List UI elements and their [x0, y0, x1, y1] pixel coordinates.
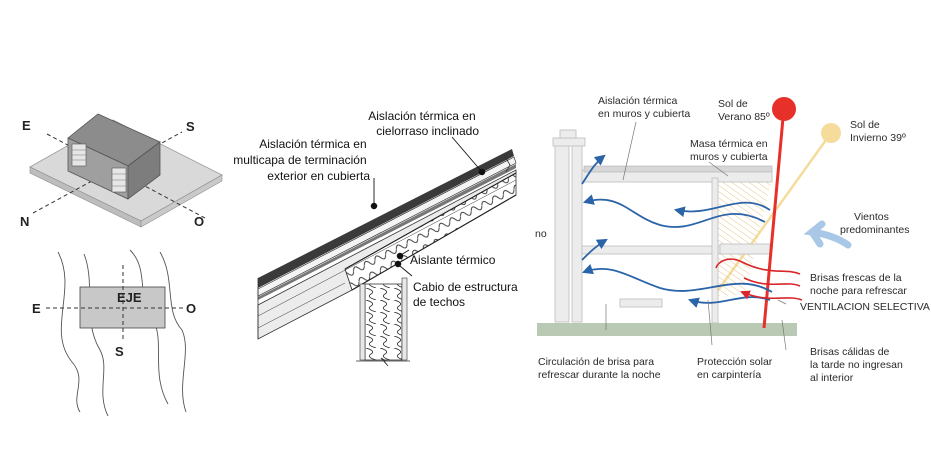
plan-west-label: O — [186, 301, 196, 316]
warm-breeze-flows — [715, 258, 803, 301]
window-shutter-left — [71, 143, 87, 167]
wall-section — [364, 283, 403, 361]
roof-cover-layers — [258, 149, 514, 288]
label-summer-sun: Sol de Verano 85º — [718, 98, 770, 123]
house-block-right — [127, 141, 161, 200]
ground-line — [537, 323, 797, 336]
label-warm-breeze: Brisas cálidas de la tarde no ingresan a… — [810, 346, 906, 384]
orientation-panel: E S N O EJE E O S — [20, 113, 223, 417]
label-prevailing-winds: Vientos predominantes — [840, 211, 909, 236]
window-shutter-right — [111, 167, 127, 193]
label-multilayer-insulation: Aislación térmica en multicapa de termin… — [233, 137, 370, 183]
roof-section-panel: Aislación térmica en cielorraso inclinad… — [233, 109, 521, 367]
house-section-panel: no — [535, 95, 930, 384]
compass-south-label: S — [186, 119, 195, 134]
plan-axis-label: EJE — [117, 290, 142, 305]
roof-slab — [583, 165, 773, 173]
label-breeze-circulation: Circulación de brisa para refrescar dura… — [538, 356, 661, 381]
plan-east-label: E — [32, 301, 41, 316]
winter-sun — [821, 123, 841, 143]
label-ceiling-insulation: Aislación térmica en cielorraso inclinad… — [368, 109, 479, 138]
rafter — [344, 172, 517, 291]
plan-south-label: S — [115, 344, 124, 359]
compass-north-label: N — [20, 214, 29, 229]
label-rafter: Cabio de estructura de techos — [413, 280, 521, 309]
summer-sun-ray — [762, 117, 785, 329]
label-night-breeze: Brisas frescas de la noche para refresca… — [810, 272, 907, 297]
label-thermal-insulator: Aislante térmico — [410, 253, 496, 267]
cut-text: no — [535, 228, 547, 240]
summer-sun — [772, 97, 796, 121]
label-winter-sun: Sol de Invierno 39º — [850, 119, 906, 144]
label-wall-roof-insulation: Aislación térmica en muros y cubierta — [598, 95, 690, 120]
terrain-lines — [57, 249, 187, 417]
winter-sun-zone — [716, 178, 772, 296]
prevailing-wind-arrow — [803, 220, 852, 249]
label-selective-ventilation: VENTILACION SELECTIVA — [800, 301, 930, 313]
compass-west-label: O — [194, 214, 204, 229]
label-solar-protection: Protección solar en carpintería — [697, 356, 775, 381]
compass-east-label: E — [22, 118, 31, 133]
label-thermal-mass: Masa térmica en muros y cubierta — [690, 138, 771, 163]
